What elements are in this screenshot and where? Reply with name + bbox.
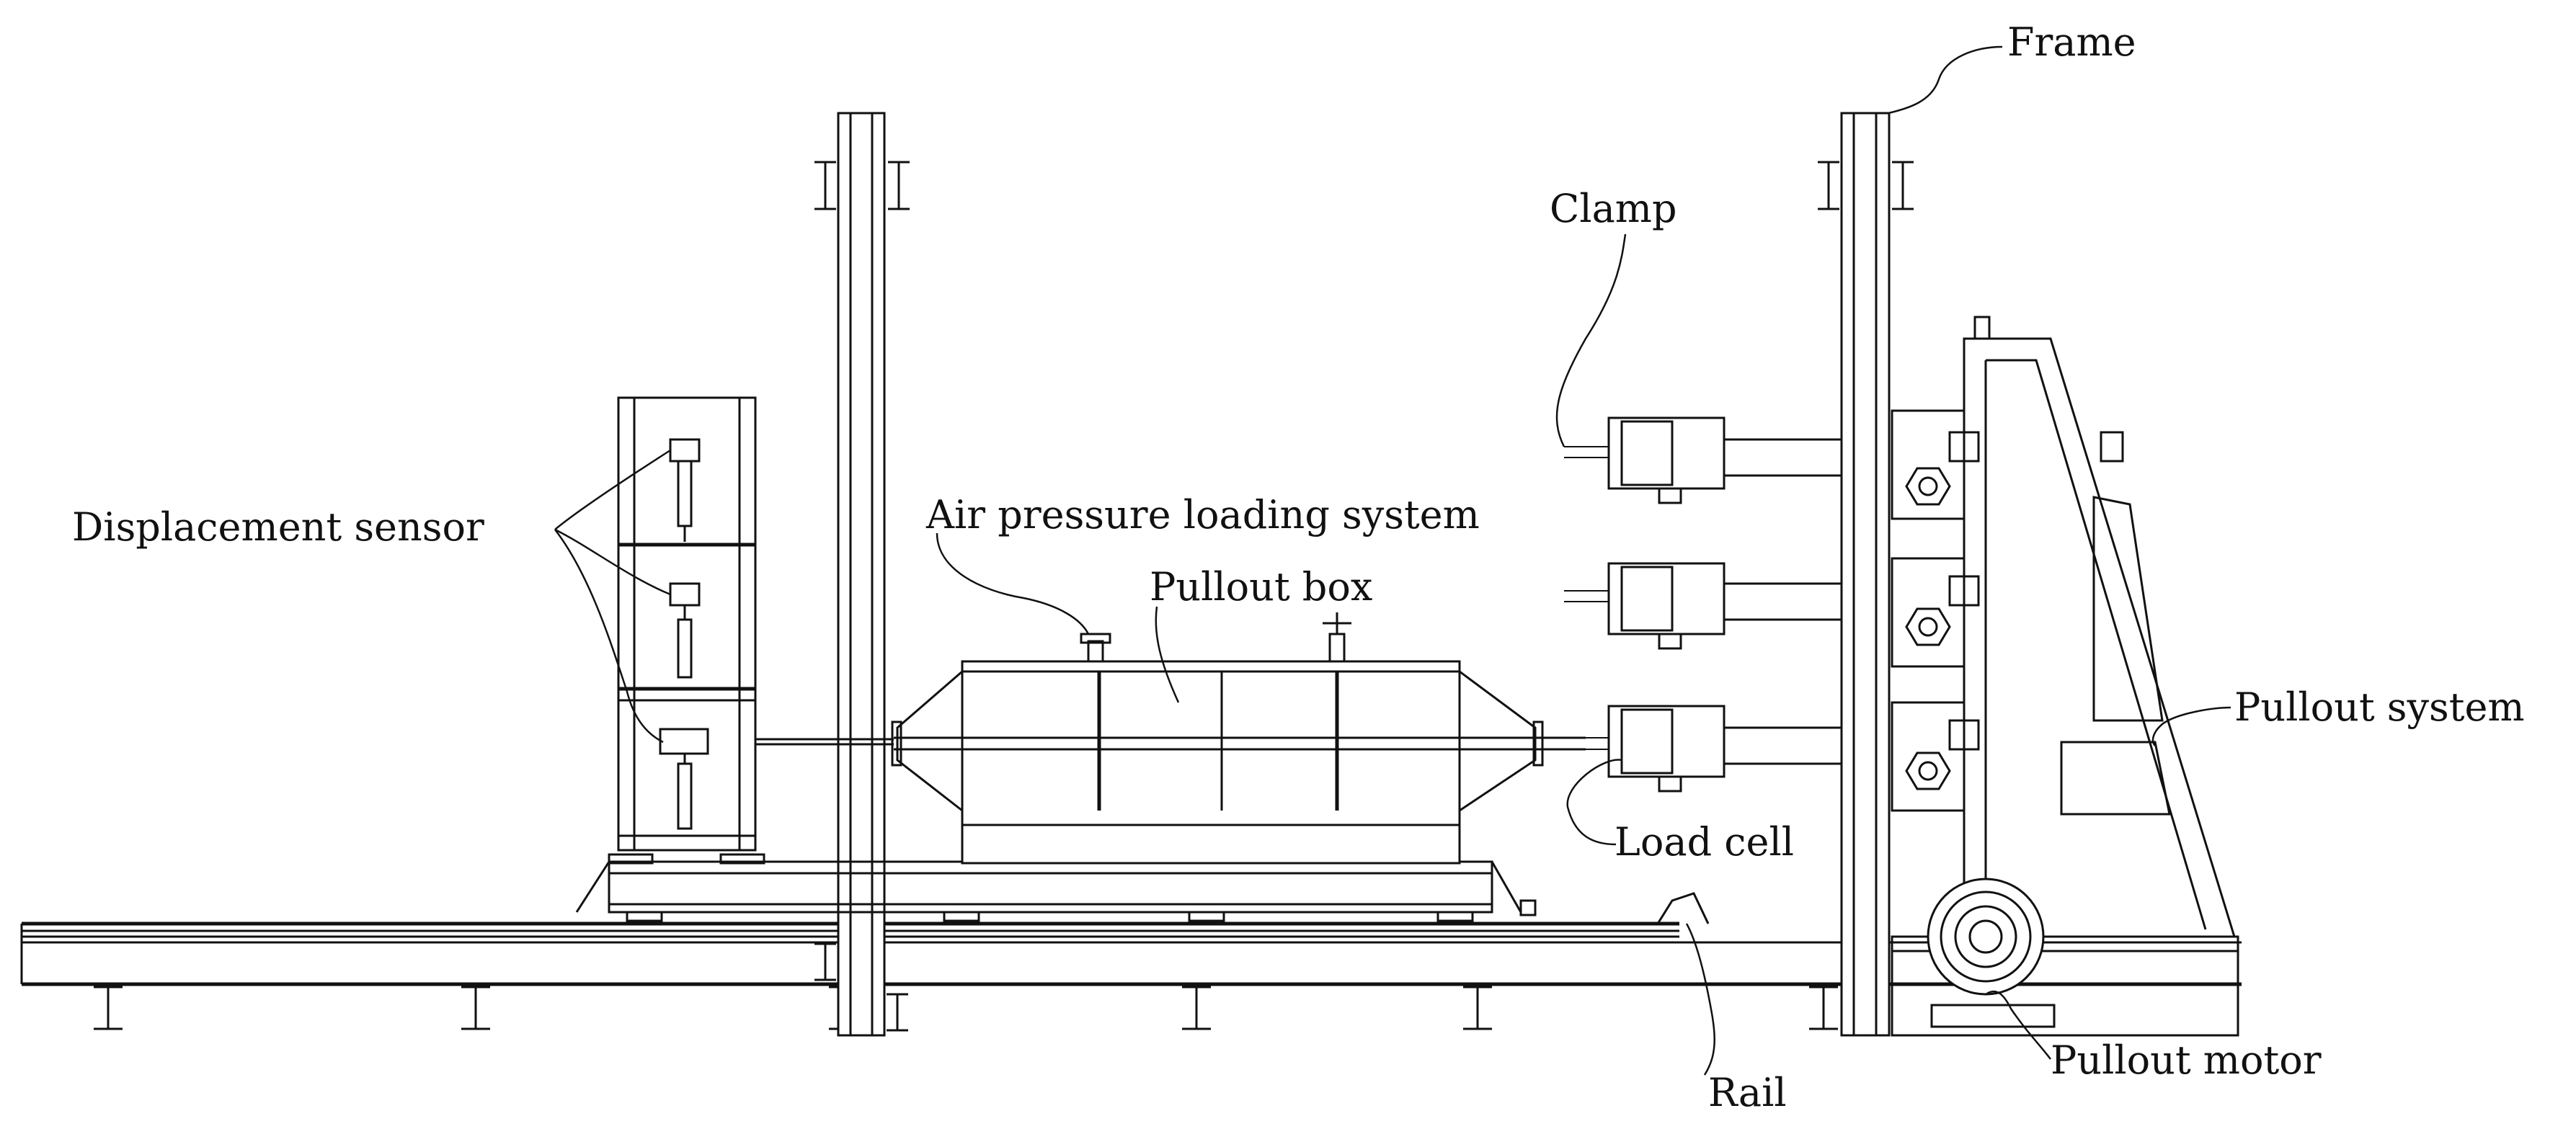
pullout-system <box>1891 316 2239 1037</box>
rail <box>20 892 2242 986</box>
pullout-motor <box>1927 878 2045 996</box>
label-rail: Rail <box>1708 1070 1787 1115</box>
sensor-top <box>669 438 701 542</box>
label-pullout-motor: Pullout motor <box>2051 1037 2322 1083</box>
label-pullout-box: Pullout box <box>1150 564 1373 610</box>
displacement-sensor-frame <box>617 396 894 852</box>
i-beam-sections <box>94 942 1838 1032</box>
label-frame: Frame <box>2007 19 2136 65</box>
label-air-pressure-loading-system: Air pressure loading system <box>926 492 1480 537</box>
actuator-bottom <box>1891 701 1980 812</box>
sensor-middle <box>669 582 701 679</box>
label-pullout-system: Pullout system <box>2234 684 2525 730</box>
frame-column <box>1818 112 1914 1037</box>
clamp-middle <box>1564 562 1842 650</box>
sensor-bottom <box>659 728 709 830</box>
label-displacement-sensor: Displacement sensor <box>72 504 484 550</box>
actuator-top <box>1891 409 1980 520</box>
label-load-cell: Load cell <box>1615 819 1795 865</box>
base-platform <box>575 853 1537 922</box>
clamp-assemblies <box>1564 416 1842 793</box>
clamp-top <box>1564 416 1842 504</box>
pullout-box <box>891 612 1586 865</box>
actuator-middle <box>1891 557 1980 668</box>
left-column <box>814 112 910 1037</box>
clamp-bottom <box>1564 705 1842 793</box>
leader-lines <box>554 45 2231 1076</box>
label-clamp: Clamp <box>1550 186 1677 231</box>
